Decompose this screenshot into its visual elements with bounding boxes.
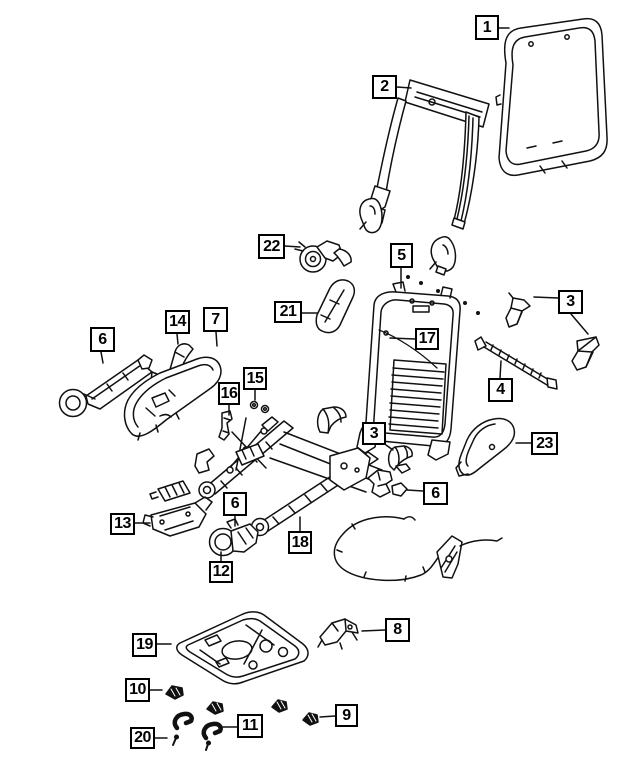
callout-8[interactable]: 8 (385, 618, 410, 642)
retainer-clip-art (165, 685, 184, 700)
screw-art (172, 734, 212, 751)
seat-adjuster-track-art (194, 416, 383, 537)
module-with-bracket-art (142, 480, 213, 537)
callout-14[interactable]: 14 (165, 310, 190, 334)
motor-actuator-art (294, 240, 352, 273)
bracket-6-right-art (367, 469, 408, 498)
callout-6-right[interactable]: 6 (423, 482, 448, 505)
callout-19[interactable]: 19 (132, 633, 157, 657)
leader-lines (100, 27, 589, 739)
callout-1[interactable]: 1 (475, 15, 499, 40)
armrest-support-art (58, 354, 163, 418)
callout-13[interactable]: 13 (110, 513, 135, 535)
recliner-handle-art (208, 518, 259, 557)
seat-cushion-pan-art (176, 611, 309, 685)
callout-10[interactable]: 10 (125, 678, 150, 702)
seat-back-frame-upper-art (368, 79, 490, 230)
bracket-16-art (218, 410, 233, 441)
bracket-upper-right-art (505, 292, 600, 371)
callout-4[interactable]: 4 (488, 378, 513, 402)
cover-center-right-art (387, 445, 413, 474)
callout-22[interactable]: 22 (258, 234, 285, 259)
mounting-bracket-art (317, 618, 359, 650)
callout-21[interactable]: 21 (274, 301, 302, 323)
rivet-dots-art (406, 275, 480, 315)
callout-11[interactable]: 11 (237, 714, 263, 738)
callout-12[interactable]: 12 (209, 561, 233, 583)
side-trim-shield-art (123, 356, 222, 441)
callout-15[interactable]: 15 (243, 367, 267, 390)
callout-6-left[interactable]: 6 (90, 327, 115, 352)
callout-6-center[interactable]: 6 (223, 492, 247, 516)
callout-2[interactable]: 2 (372, 75, 397, 99)
callout-16[interactable]: 16 (218, 382, 240, 405)
callout-17[interactable]: 17 (415, 328, 439, 350)
callout-23[interactable]: 23 (531, 432, 558, 455)
callout-3-center[interactable]: 3 (362, 422, 386, 445)
crossbar-rod-art (474, 336, 558, 390)
callout-18[interactable]: 18 (288, 531, 312, 554)
callout-20[interactable]: 20 (130, 727, 155, 749)
side-shield-left-art (315, 279, 356, 334)
cover-center-left-art (316, 406, 347, 434)
callout-5[interactable]: 5 (390, 243, 413, 268)
seat-back-trim-panel-art (495, 17, 608, 177)
cable-clips-art (271, 699, 319, 726)
hook-brackets-art (172, 701, 224, 741)
callout-7[interactable]: 7 (203, 307, 228, 332)
callout-3-upper-right[interactable]: 3 (558, 290, 583, 314)
nuts-art (249, 400, 270, 414)
release-cable-art (333, 516, 503, 582)
headrest-guide-sleeve-art (359, 197, 457, 276)
side-shield-right-art (455, 417, 516, 477)
callout-9[interactable]: 9 (335, 704, 358, 727)
